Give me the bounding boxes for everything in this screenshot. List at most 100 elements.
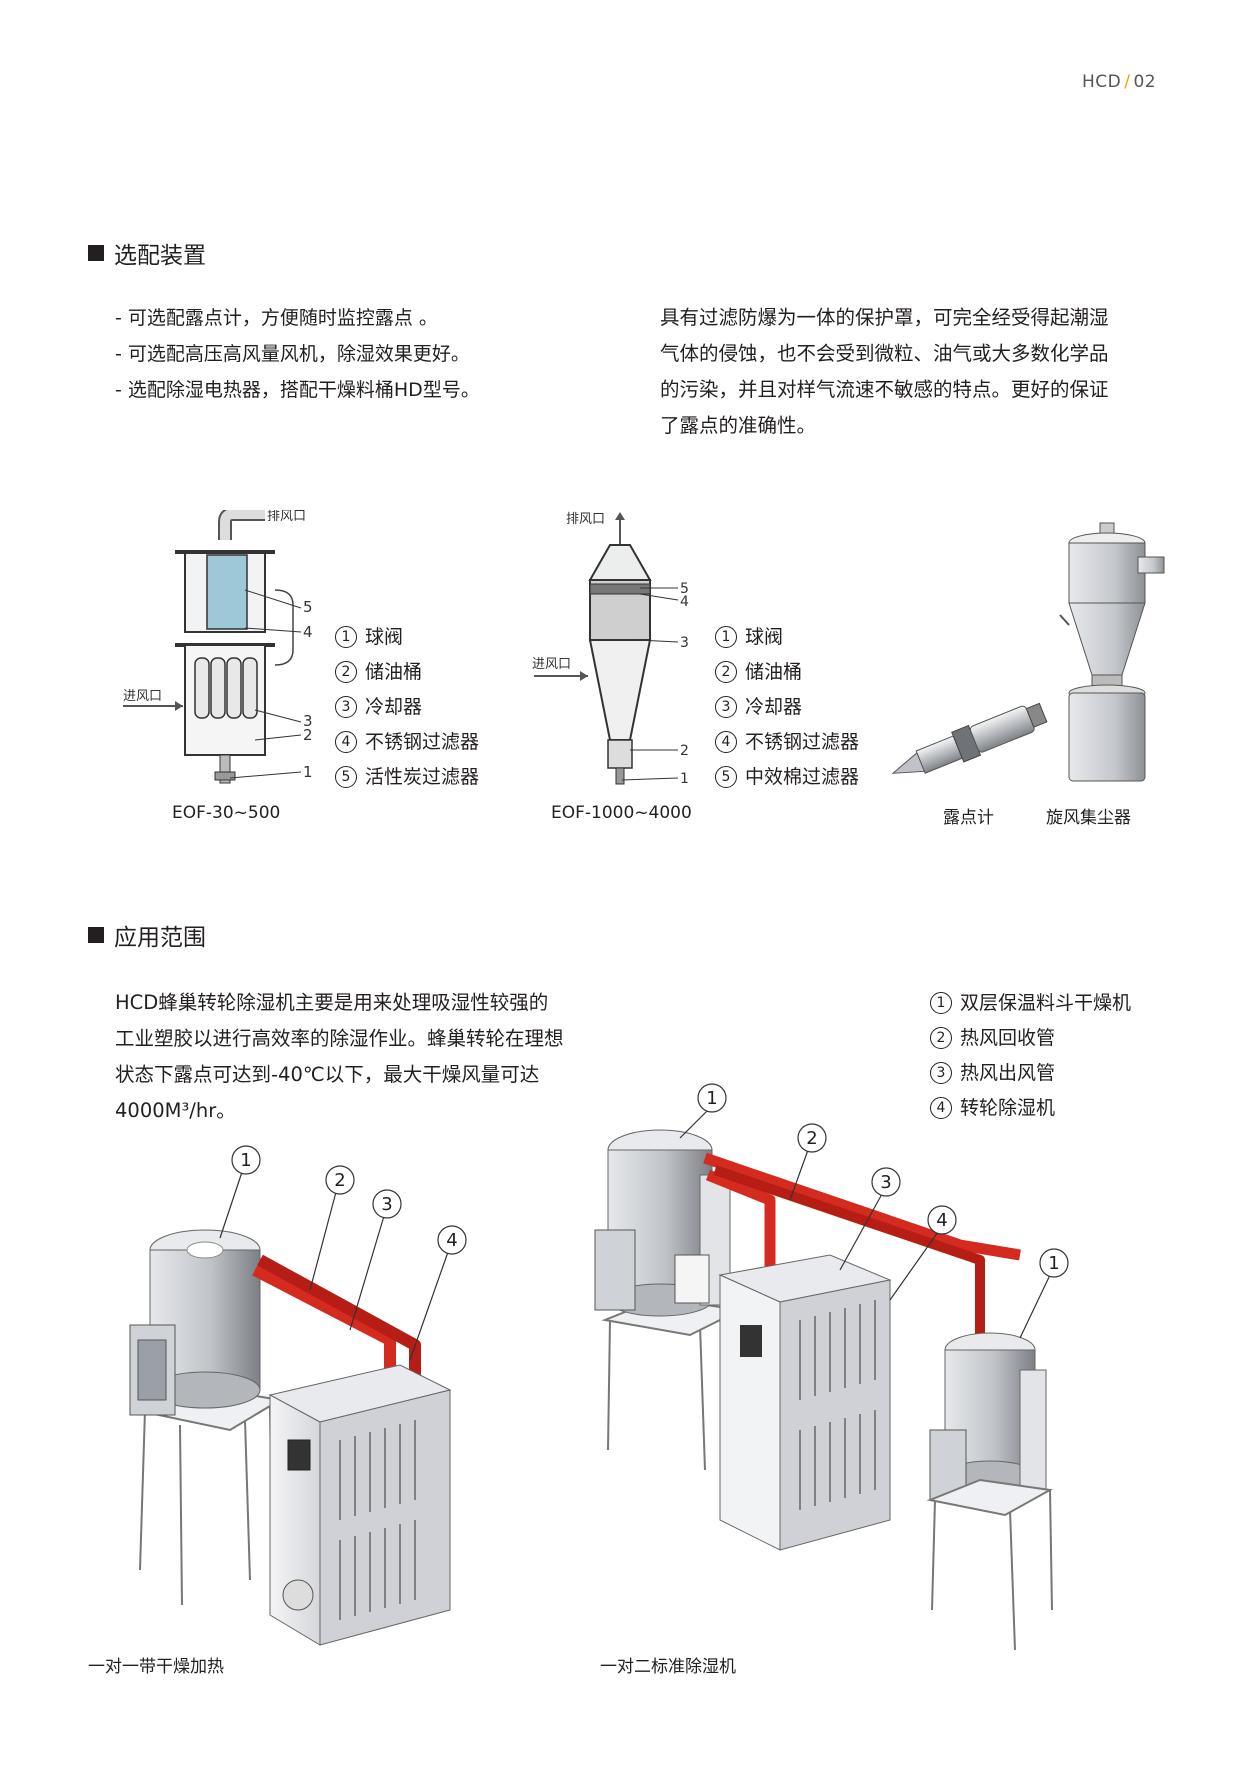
bullet-item: - 可选配露点计，方便随时监控露点 。 <box>115 307 438 329</box>
legend-text: 冷却器 <box>745 696 803 718</box>
legend-text: 储油桶 <box>745 661 803 683</box>
option-bullets: - 可选配露点计，方便随时监控露点 。 - 可选配高压高风量风机，除湿效果更好。… <box>115 300 585 408</box>
legend-item: 5 活性炭过滤器 <box>335 760 479 795</box>
callout-2: 2 <box>334 1170 345 1191</box>
legend-text: 不锈钢过滤器 <box>745 731 860 753</box>
desc-line: 具有过滤防爆为一体的保护罩，可完全经受得起潮湿 <box>660 306 1109 329</box>
options-description: 具有过滤防爆为一体的保护罩，可完全经受得起潮湿 气体的侵蚀，也不会受到微粒、油气… <box>660 300 1170 444</box>
callout-2: 2 <box>303 726 313 744</box>
desc-line: 工业塑胶以进行高效率的除湿作业。蜂巢转轮在理想 <box>115 1027 564 1050</box>
diagram2-caption: EOF-1000~4000 <box>551 803 692 823</box>
section-title-options: 选配装置 <box>88 236 206 270</box>
callout-1: 1 <box>303 763 313 781</box>
dewpoint-caption: 露点计 <box>943 808 994 828</box>
legend-text: 活性炭过滤器 <box>365 766 480 788</box>
callout-3: 3 <box>680 635 689 651</box>
legend-number: 4 <box>715 731 737 753</box>
legend-number: 2 <box>715 661 737 683</box>
inlet-label: 进风口 <box>123 689 162 704</box>
application-description: HCD蜂巢转轮除湿机主要是用来处理吸湿性较强的 工业塑胶以进行高效率的除湿作业。… <box>115 985 635 1129</box>
one-to-two-system-figure: 1 2 3 4 1 <box>594 1083 1069 1651</box>
legend-text: 中效棉过滤器 <box>745 766 860 788</box>
legend-number: 3 <box>930 1062 952 1084</box>
bullet-item: - 选配除湿电热器，搭配干燥料桶HD型号。 <box>115 379 480 401</box>
legend-item: 4 不锈钢过滤器 <box>715 725 859 760</box>
legend-number: 3 <box>335 696 357 718</box>
callout-1b: 1 <box>1048 1253 1059 1274</box>
brand-label: HCD <box>1082 72 1122 92</box>
desc-line: 状态下露点可达到-40℃以下，最大干燥风量可达 <box>115 1063 540 1086</box>
legend-item: 1 球阀 <box>335 620 479 655</box>
callout-4: 4 <box>303 623 313 641</box>
legend-item: 4 转轮除湿机 <box>930 1091 1131 1126</box>
page-label: 02 <box>1133 72 1157 92</box>
legend-text: 不锈钢过滤器 <box>365 731 480 753</box>
legend-item: 2 热风回收管 <box>930 1021 1131 1056</box>
callout-1: 1 <box>706 1088 717 1109</box>
right-figure-caption: 一对二标准除湿机 <box>600 1657 736 1677</box>
carbon-filter <box>206 554 248 630</box>
section-title-text: 应用范围 <box>114 925 206 951</box>
legend-text: 储油桶 <box>365 661 423 683</box>
legend-item: 2 储油桶 <box>715 655 859 690</box>
diagram1-caption: EOF-30~500 <box>172 803 281 823</box>
exhaust-label: 排风口 <box>267 510 306 524</box>
legend-number: 4 <box>930 1097 952 1119</box>
legend-item: 5 中效棉过滤器 <box>715 760 859 795</box>
legend-text: 冷却器 <box>365 696 423 718</box>
callout-4: 4 <box>680 594 689 610</box>
legend-text: 双层保温料斗干燥机 <box>960 992 1132 1014</box>
page-number: HCD/02 <box>1082 72 1156 92</box>
cyclone-collector-image <box>1059 522 1165 782</box>
callout-3: 3 <box>880 1172 891 1193</box>
section-title-text: 选配装置 <box>114 243 206 269</box>
slash-divider: / <box>1124 72 1131 92</box>
callout-1: 1 <box>680 771 689 787</box>
callout-4: 4 <box>446 1230 457 1251</box>
legend-number: 1 <box>335 626 357 648</box>
legend-item: 2 储油桶 <box>335 655 479 690</box>
legend-number: 2 <box>335 661 357 683</box>
callout-5: 5 <box>303 598 313 616</box>
callout-1: 1 <box>240 1150 251 1171</box>
callout-3: 3 <box>303 712 313 730</box>
legend-item: 3 冷却器 <box>335 690 479 725</box>
dewpoint-meter-image <box>891 702 1048 774</box>
legend-text: 热风回收管 <box>960 1027 1056 1049</box>
cyclone-caption: 旋风集尘器 <box>1046 808 1131 828</box>
exhaust-label: 排风口 <box>566 512 605 527</box>
diagram2-legend: 1 球阀 2 储油桶 3 冷却器 4 不锈钢过滤器 5 中效棉过滤器 <box>715 620 859 795</box>
legend-text: 转轮除湿机 <box>960 1097 1056 1119</box>
desc-line: 了露点的准确性。 <box>660 414 817 437</box>
legend-number: 1 <box>715 626 737 648</box>
application-legend: 1 双层保温料斗干燥机 2 热风回收管 3 热风出风管 4 转轮除湿机 <box>930 986 1131 1126</box>
legend-number: 4 <box>335 731 357 753</box>
square-bullet-icon <box>88 245 104 261</box>
legend-text: 球阀 <box>365 626 404 648</box>
legend-text: 球阀 <box>745 626 784 648</box>
callout-2: 2 <box>806 1128 817 1149</box>
inlet-label: 进风口 <box>532 657 571 672</box>
desc-line: 气体的侵蚀，也不会受到微粒、油气或大多数化学品 <box>660 342 1109 365</box>
legend-item: 1 双层保温料斗干燥机 <box>930 986 1131 1021</box>
legend-number: 3 <box>715 696 737 718</box>
legend-item: 3 冷却器 <box>715 690 859 725</box>
callout-5: 5 <box>680 581 689 597</box>
diagram1-legend: 1 球阀 2 储油桶 3 冷却器 4 不锈钢过滤器 5 活性炭过滤器 <box>335 620 479 795</box>
section-title-application: 应用范围 <box>88 918 206 952</box>
legend-number: 2 <box>930 1027 952 1049</box>
legend-text: 热风出风管 <box>960 1062 1056 1084</box>
legend-item: 1 球阀 <box>715 620 859 655</box>
desc-line: 的污染，并且对样气流速不敏感的特点。更好的保证 <box>660 378 1109 401</box>
callout-3: 3 <box>381 1194 392 1215</box>
left-figure-caption: 一对一带干燥加热 <box>88 1657 224 1677</box>
one-to-one-system-figure: 1 2 3 4 <box>129 1145 467 1646</box>
legend-number: 5 <box>715 766 737 788</box>
bullet-item: - 可选配高压高风量风机，除湿效果更好。 <box>115 343 470 365</box>
callout-4: 4 <box>936 1210 947 1231</box>
square-bullet-icon <box>88 927 104 943</box>
legend-item: 3 热风出风管 <box>930 1056 1131 1091</box>
legend-number: 1 <box>930 992 952 1014</box>
legend-number: 5 <box>335 766 357 788</box>
desc-line: HCD蜂巢转轮除湿机主要是用来处理吸湿性较强的 <box>115 991 549 1014</box>
